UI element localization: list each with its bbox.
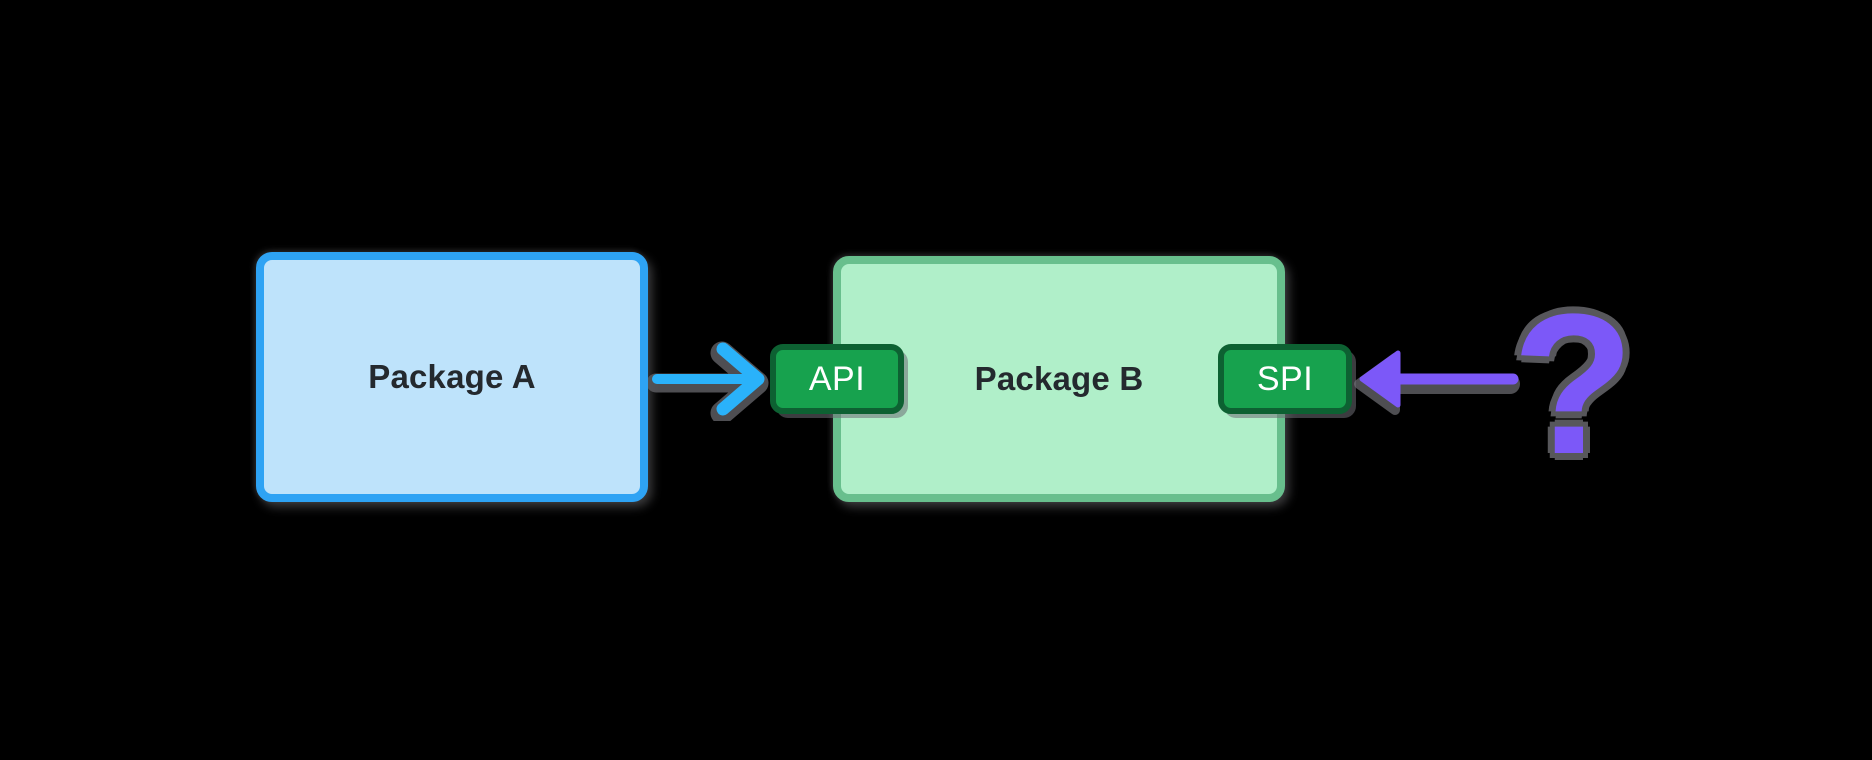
api-badge: API — [770, 344, 904, 414]
right-arrow-icon — [648, 341, 769, 421]
package-a-label: Package A — [368, 358, 536, 395]
spi-badge-label: SPI — [1256, 359, 1314, 398]
question-mark-icon: ? — [1512, 273, 1635, 496]
spi-badge: SPI — [1218, 344, 1352, 414]
package-b-label: Package B — [974, 360, 1144, 397]
package-a-box: Package A — [256, 252, 648, 502]
package-b-box: Package B — [833, 256, 1285, 502]
api-badge-label: API — [808, 359, 866, 398]
left-arrow-icon — [1354, 350, 1520, 415]
